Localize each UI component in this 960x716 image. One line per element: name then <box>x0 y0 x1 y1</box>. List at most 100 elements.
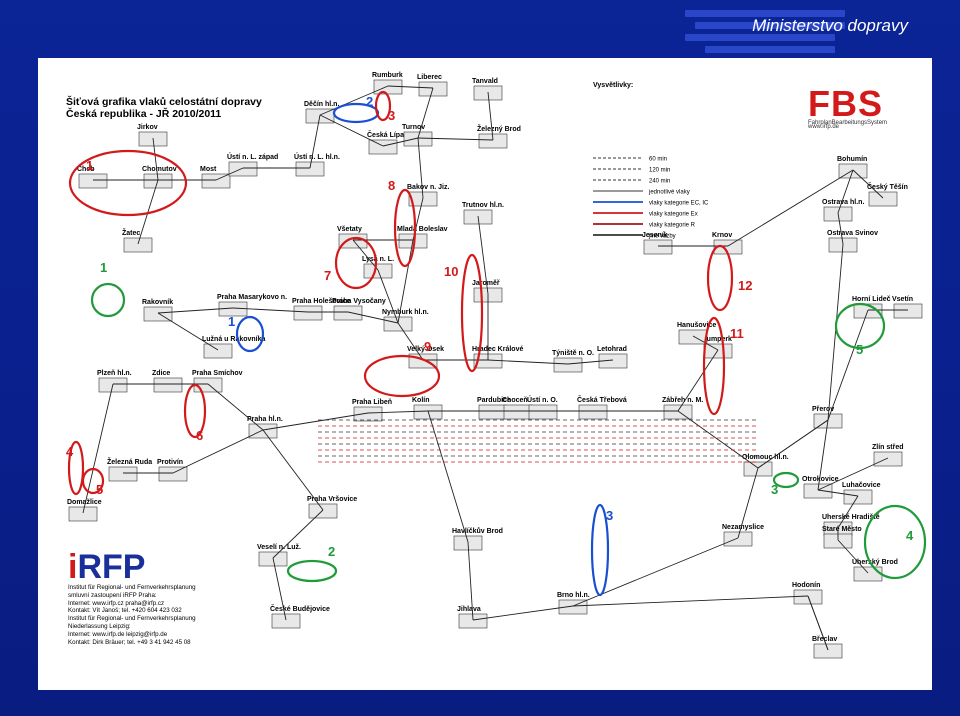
station-label: Mladá Boleslav <box>397 226 448 233</box>
station-label: Praha Smíchov <box>192 370 243 377</box>
fbs-logo-url: www.irfp.de <box>808 124 840 130</box>
station-box <box>723 531 753 547</box>
annotation-ellipse <box>863 504 927 580</box>
station-box <box>271 613 301 629</box>
station-label: Česká Lípa <box>367 130 404 139</box>
station-label: Praha Masarykovo n. <box>217 294 287 301</box>
annotation-ellipse <box>334 236 378 290</box>
station-box <box>123 237 153 253</box>
track-line <box>817 457 889 491</box>
annotation-number: 1 <box>100 260 107 275</box>
station-label: Brno hl.n. <box>557 592 590 599</box>
track-line <box>837 495 859 529</box>
station-box <box>853 566 883 582</box>
station-label: Rumburk <box>372 72 403 79</box>
station-box <box>293 305 323 321</box>
station-label: Ústí n. L. hl.n. <box>294 152 340 161</box>
annotation-ellipse <box>393 188 417 268</box>
station-label: Praha Holešovice <box>292 298 350 305</box>
station-box <box>248 423 278 439</box>
station-label: Jaroměř <box>472 280 500 287</box>
station-label: Hanušovice <box>677 322 716 329</box>
legend-label: vlaky kategorie Ex <box>649 212 698 218</box>
annotation-number: 10 <box>444 264 458 279</box>
station-box <box>478 404 508 420</box>
rail-network-map: Šiťová grafika vlaků celostátní dopravy … <box>38 58 932 690</box>
station-box <box>201 173 231 189</box>
station-label: Všetaty <box>337 226 362 233</box>
track-line <box>852 169 884 199</box>
station-box <box>703 343 733 359</box>
station-label: Tanvald <box>472 78 498 85</box>
station-label: Luhačovice <box>842 482 881 489</box>
station-box <box>108 466 138 482</box>
track-line <box>827 243 844 421</box>
track-line <box>487 91 494 141</box>
station-label: Jihlava <box>457 606 481 613</box>
track-line <box>309 114 321 169</box>
track-line <box>137 179 159 245</box>
track-line <box>232 307 309 313</box>
station-box <box>295 161 325 177</box>
station-box <box>528 404 558 420</box>
station-label: České Budějovice <box>270 604 330 613</box>
annotation-number: 6 <box>196 428 203 443</box>
track-line <box>397 322 424 361</box>
annotation-number: 5 <box>856 342 863 357</box>
track-line <box>367 410 429 414</box>
annotation-ellipse <box>590 503 610 597</box>
station-box <box>478 133 508 149</box>
station-label: Děčín hl.n. <box>304 101 339 108</box>
station-label: Vsetín <box>892 296 913 303</box>
annotation-ellipse <box>460 253 484 373</box>
station-label: Plzeň hl.n. <box>97 370 132 377</box>
station-box <box>333 305 363 321</box>
ministry-title: Ministerstvo dopravy <box>752 16 908 35</box>
station-label: Zábřeh n. M. <box>662 397 703 404</box>
legend-label: vlaky kategorie EC, IC <box>649 201 709 207</box>
track-line <box>817 489 859 497</box>
station-label: Břeclav <box>812 636 837 643</box>
station-box <box>78 173 108 189</box>
track-line <box>477 215 489 295</box>
station-label: Ústí n. L. západ <box>227 152 278 161</box>
station-box <box>873 451 903 467</box>
station-label: Choceň <box>502 397 528 404</box>
annotation-ellipse <box>363 354 441 398</box>
station-label: Železný Brod <box>477 124 521 133</box>
station-box <box>503 404 533 420</box>
track-line <box>152 137 159 181</box>
annotation-ellipse <box>81 467 105 495</box>
annotation-number: 4 <box>906 528 914 543</box>
station-label: Lysá n. L. <box>362 256 394 263</box>
station-label: Železná Ruda <box>107 457 152 466</box>
station-label: Otrokovice <box>802 476 839 483</box>
track-line <box>215 167 244 181</box>
irfp-line: Institut für Regional- und Fernverkehrsp… <box>68 615 196 623</box>
station-label: Česká Třebová <box>577 395 627 404</box>
track-line <box>397 239 414 324</box>
annotation-number: 5 <box>96 482 103 497</box>
station-label: Uherský Brod <box>852 559 898 566</box>
annotation-ellipse <box>772 471 800 489</box>
station-label: Týniště n. O. <box>552 350 594 357</box>
station-box <box>893 303 923 319</box>
station-box <box>373 79 403 95</box>
station-label: Nezamyslice <box>722 524 764 531</box>
station-label: Praha Libeň <box>352 399 392 406</box>
station-label: Kolín <box>412 397 430 404</box>
legend-label: 120 min <box>649 168 670 174</box>
station-box <box>203 343 233 359</box>
station-label: Žatec <box>122 228 140 237</box>
station-label: Domažlice <box>67 499 102 506</box>
station-label: Praha Vršovice <box>307 496 357 503</box>
station-box <box>868 191 898 207</box>
irfp-line: Internet: www.irfp.de leipzig@irfp.de <box>68 630 168 638</box>
station-label: Staré Město <box>822 526 862 533</box>
station-box <box>338 233 368 249</box>
legend-label: 240 min <box>649 179 670 185</box>
station-box <box>308 503 338 519</box>
station-label: Ostrava Svinov <box>827 230 878 237</box>
annotation-number: 4 <box>66 444 74 459</box>
fbs-logo-sub: FahrplanBearbeitungsSystem <box>808 120 888 126</box>
